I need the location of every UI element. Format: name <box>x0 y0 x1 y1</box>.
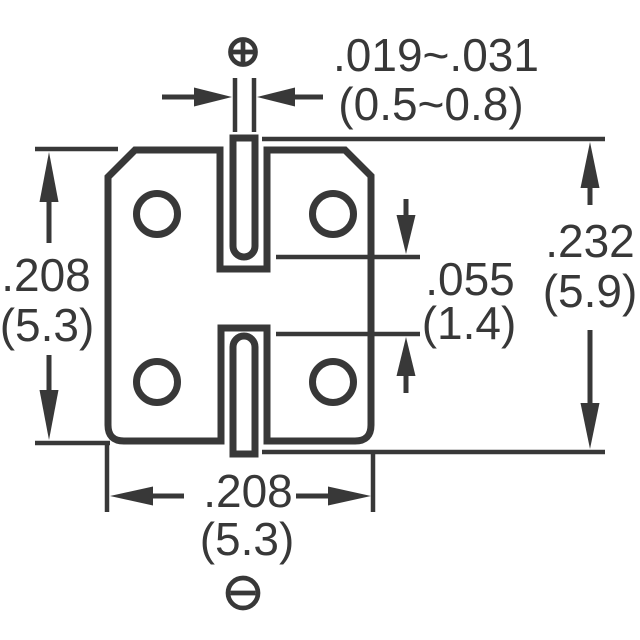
mounting-hole-top-left <box>133 190 181 238</box>
label-lead-gap-mm: (1.4) <box>422 297 517 349</box>
arrow-down-icon <box>39 390 59 440</box>
dim-body-width: .208 (5.3) <box>104 445 376 565</box>
component-body <box>104 134 375 458</box>
body-outline <box>104 146 375 445</box>
label-body-width-mm: (5.3) <box>200 513 295 565</box>
mounting-hole-top-right <box>309 190 357 238</box>
arrow-up-icon <box>396 337 416 376</box>
label-lead-width-mm: (0.5~0.8) <box>338 78 523 130</box>
arrow-left-icon <box>257 87 295 107</box>
dim-lead-width: .019~.031 (0.5~0.8) <box>162 29 539 132</box>
label-body-width-in: .208 <box>203 465 293 517</box>
arrow-down-icon <box>580 403 600 449</box>
circled-minus-icon <box>225 575 261 611</box>
label-overall-height-in: .232 <box>545 215 635 267</box>
arrow-right-icon <box>328 486 371 506</box>
dim-overall-height: .232 (5.9) <box>262 136 638 455</box>
negative-lead <box>229 332 259 458</box>
label-lead-width-in: .019~.031 <box>333 29 539 81</box>
dim-body-height: .208 (5.3) <box>0 146 118 446</box>
label-body-height-mm: (5.3) <box>0 299 94 351</box>
label-body-height-in: .208 <box>1 249 91 301</box>
label-overall-height-mm: (5.9) <box>543 265 638 317</box>
dim-lead-gap: .055 (1.4) <box>276 199 516 393</box>
positive-lead <box>229 134 259 261</box>
label-lead-gap-in: .055 <box>425 253 515 305</box>
arrow-down-icon <box>396 215 416 254</box>
arrow-left-icon <box>110 486 153 506</box>
arrow-up-icon <box>580 142 600 188</box>
circled-plus-icon <box>228 37 258 67</box>
mounting-hole-bottom-right <box>309 358 357 406</box>
arrow-up-icon <box>39 152 59 202</box>
arrow-right-icon <box>194 87 232 107</box>
mounting-hole-bottom-left <box>133 358 181 406</box>
